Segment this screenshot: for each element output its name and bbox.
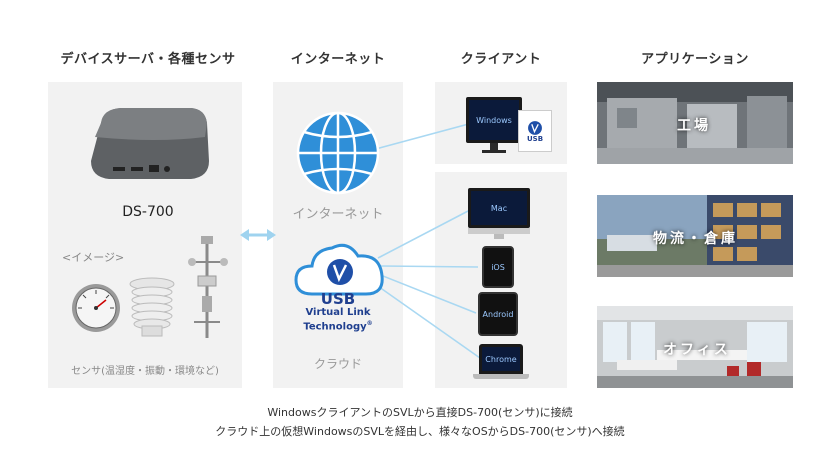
device-label: DS-700 <box>122 204 174 220</box>
usb-logo-line2: Technology <box>303 321 367 333</box>
label-factory: 工場 <box>677 118 711 134</box>
column-title-client: クライアント <box>460 52 542 67</box>
weather-shield-sensor-icon <box>129 277 175 337</box>
label-logistics: 物流・倉庫 <box>653 231 738 247</box>
usb-vlt-logo-icon <box>327 259 353 285</box>
footer-line-1: WindowsクライアントのSVLから直接DS-700(センサ)に接続 <box>267 406 573 419</box>
line-cloud-mac <box>377 209 471 259</box>
internet-label: インターネット <box>292 207 384 222</box>
globe-icon <box>296 111 380 195</box>
weather-station-sensor-icon <box>188 236 228 338</box>
app-photo-logistics: 物流・倉庫 <box>597 195 793 277</box>
cloud-label: クラウド <box>313 357 362 371</box>
office-scene-icon <box>597 306 793 388</box>
badge-usb: USB <box>526 134 544 143</box>
usb-logo-usb: USB <box>320 290 356 308</box>
app-photo-factory: 工場 <box>597 82 793 164</box>
line-cloud-android <box>377 273 477 314</box>
footer-line-2: クラウド上の仮想WindowsのSVLを経由し、様々なOSからDS-700(セン… <box>215 425 625 438</box>
line-cloud-chrome <box>371 281 481 359</box>
column-title-devices: デバイスサーバ・各種センサ <box>60 52 236 67</box>
sensor-caption: センサ(温湿度・振動・環境など) <box>71 366 219 377</box>
column-title-application: アプリケーション <box>641 52 749 67</box>
android-tablet: Android <box>478 292 518 336</box>
usb-vlt-logo-text: USB Virtual Link Technology® <box>273 291 403 332</box>
chrome-laptop-screen: Chrome <box>479 344 523 374</box>
windows-monitor: Windows <box>466 97 522 155</box>
windows-screen: Windows <box>466 97 522 143</box>
usb-logo-mark: ® <box>366 320 373 327</box>
usb-logo-line1: Virtual Link <box>305 307 371 318</box>
mac-monitor: Mac <box>468 188 530 242</box>
line-cloud-ios <box>379 265 479 268</box>
factory-scene-icon <box>597 82 793 164</box>
label-office: オフィス <box>663 342 731 358</box>
mac-screen: Mac <box>468 188 530 228</box>
warehouse-scene-icon <box>597 195 793 277</box>
line-globe-windows <box>371 121 477 151</box>
column-title-internet: インターネット <box>290 52 386 67</box>
gauge-sensor-icon <box>72 284 120 332</box>
app-photo-office: オフィス <box>597 306 793 388</box>
ios-phone: iOS <box>482 246 514 288</box>
usb-vlt-badge-icon <box>528 120 542 135</box>
chrome-laptop-base <box>473 374 529 379</box>
bidirectional-arrow-icon <box>240 229 276 241</box>
device-server-icon <box>91 108 209 179</box>
image-caption: <イメージ> <box>62 251 125 264</box>
usb-vlt-badge: USB <box>518 110 552 152</box>
